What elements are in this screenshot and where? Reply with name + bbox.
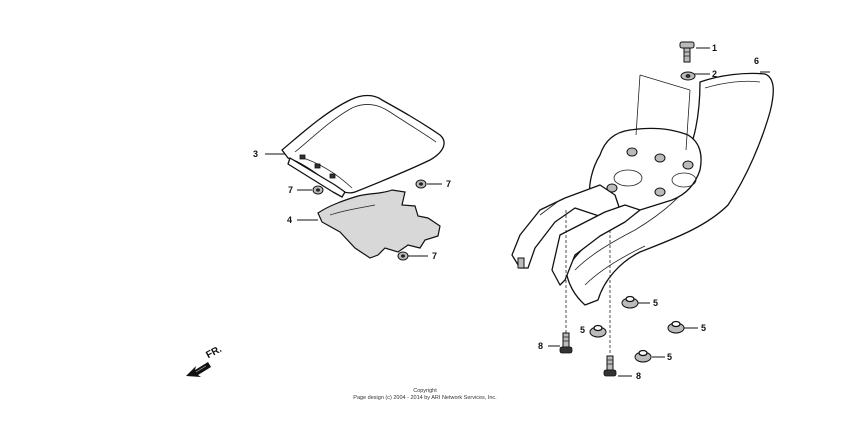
callout-7-a: 7 xyxy=(288,185,293,195)
copyright-line: Copyright xyxy=(413,388,437,394)
nut-7-hardware-b xyxy=(415,179,427,189)
callout-1: 1 xyxy=(712,43,717,53)
bolt-1-hardware xyxy=(679,41,695,63)
callout-5-c: 5 xyxy=(701,323,706,333)
callout-6: 6 xyxy=(754,56,759,66)
callout-2: 2 xyxy=(712,69,717,79)
page-design-credit: Page design (c) 2004 - 2014 by ARI Netwo… xyxy=(353,395,497,401)
grommet-5-hardware-c xyxy=(667,320,685,334)
seat-frame-part xyxy=(511,127,702,286)
grommet-5-hardware-a xyxy=(621,295,639,309)
callout-8-b: 8 xyxy=(636,371,641,381)
callout-3: 3 xyxy=(253,149,258,159)
grommet-5-hardware-b xyxy=(589,324,607,338)
screw-8-hardware-a xyxy=(559,332,573,354)
callout-8-a: 8 xyxy=(538,341,543,351)
callout-7-c: 7 xyxy=(432,251,437,261)
front-arrow-icon xyxy=(186,362,211,377)
callout-5-a: 5 xyxy=(653,298,658,308)
callout-5-b: 5 xyxy=(580,325,585,335)
callout-4: 4 xyxy=(287,215,292,225)
leader-lines xyxy=(265,47,770,377)
screw-8-hardware-b xyxy=(603,355,617,377)
nut-7-hardware-a xyxy=(312,185,324,195)
callout-5-d: 5 xyxy=(667,352,672,362)
nut-2-hardware xyxy=(680,71,696,81)
nut-7-hardware-c xyxy=(397,251,409,261)
seat-part xyxy=(281,94,445,198)
seat-base-part xyxy=(317,189,441,259)
callout-7-b: 7 xyxy=(446,179,451,189)
grommet-5-hardware-d xyxy=(634,349,652,363)
